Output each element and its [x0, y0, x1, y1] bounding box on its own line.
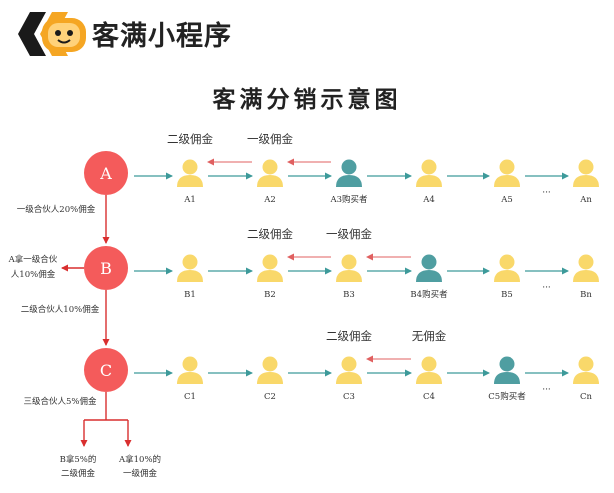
partner-circle-b [84, 246, 128, 290]
node-label: C3 [343, 392, 355, 402]
person-icon [494, 159, 520, 187]
buyer-person-icon [336, 159, 362, 187]
person-icon [177, 356, 203, 384]
commission-label: 无佣金 [412, 329, 447, 343]
node-label: A2 [263, 195, 276, 205]
partner-circle-c [84, 348, 128, 392]
buyer-person-icon [416, 254, 442, 282]
person-icon [177, 254, 203, 282]
node-label: A1 [183, 195, 196, 205]
node-label: B5 [501, 290, 513, 300]
partner-label: C [100, 361, 112, 380]
person-icon [257, 356, 283, 384]
node-label: C2 [264, 392, 276, 402]
side-note: 二级佣金 [61, 468, 96, 479]
person-icon [573, 356, 599, 384]
side-note: 一级佣金 [123, 468, 158, 479]
buyer-person-icon [494, 356, 520, 384]
side-note: A拿10%的 [118, 454, 161, 465]
side-note: 人10%佣金 [11, 269, 56, 280]
side-note: A拿一级合伙 [8, 254, 58, 265]
person-icon [257, 254, 283, 282]
person-icon [416, 159, 442, 187]
node-label: C1 [184, 392, 196, 402]
person-icon [494, 254, 520, 282]
side-note: B拿5%的 [60, 454, 97, 465]
node-label: A3购买者 [329, 194, 368, 205]
ellipsis: ··· [542, 385, 551, 395]
node-label: C4 [423, 392, 435, 402]
commission-label: 二级佣金 [167, 132, 213, 146]
node-label: Cn [580, 392, 593, 402]
partner-label: B [100, 259, 112, 278]
logo-text: 客满小程序 [92, 21, 232, 52]
ellipsis: ··· [542, 188, 551, 198]
node-label: A4 [422, 195, 435, 205]
person-icon [257, 159, 283, 187]
person-icon [416, 356, 442, 384]
node-label: B1 [184, 290, 196, 300]
person-icon [336, 254, 362, 282]
node-label: C5购买者 [488, 391, 526, 402]
node-label: Bn [580, 290, 592, 300]
partner-circle-a [84, 151, 128, 195]
person-icon [573, 159, 599, 187]
partner-label: A [99, 164, 112, 183]
commission-label: 二级佣金 [326, 329, 372, 343]
node-label: A5 [500, 195, 513, 205]
side-note: 二级合伙人10%佣金 [21, 304, 100, 315]
side-note: 三级合伙人5%佣金 [24, 396, 97, 407]
node-label: B3 [343, 290, 355, 300]
person-icon [336, 356, 362, 384]
person-icon [573, 254, 599, 282]
commission-label: 二级佣金 [247, 227, 293, 241]
ellipsis: ··· [542, 283, 551, 293]
node-label: An [579, 195, 592, 205]
node-label: B2 [264, 290, 276, 300]
commission-label: 一级佣金 [326, 227, 372, 241]
diagram-title: 客满分销示意图 [212, 86, 402, 113]
person-icon [177, 159, 203, 187]
side-note: 一级合伙人20%佣金 [17, 204, 96, 215]
commission-label: 一级佣金 [247, 132, 293, 146]
logo-icon [18, 12, 86, 56]
node-label: B4购买者 [410, 289, 448, 300]
